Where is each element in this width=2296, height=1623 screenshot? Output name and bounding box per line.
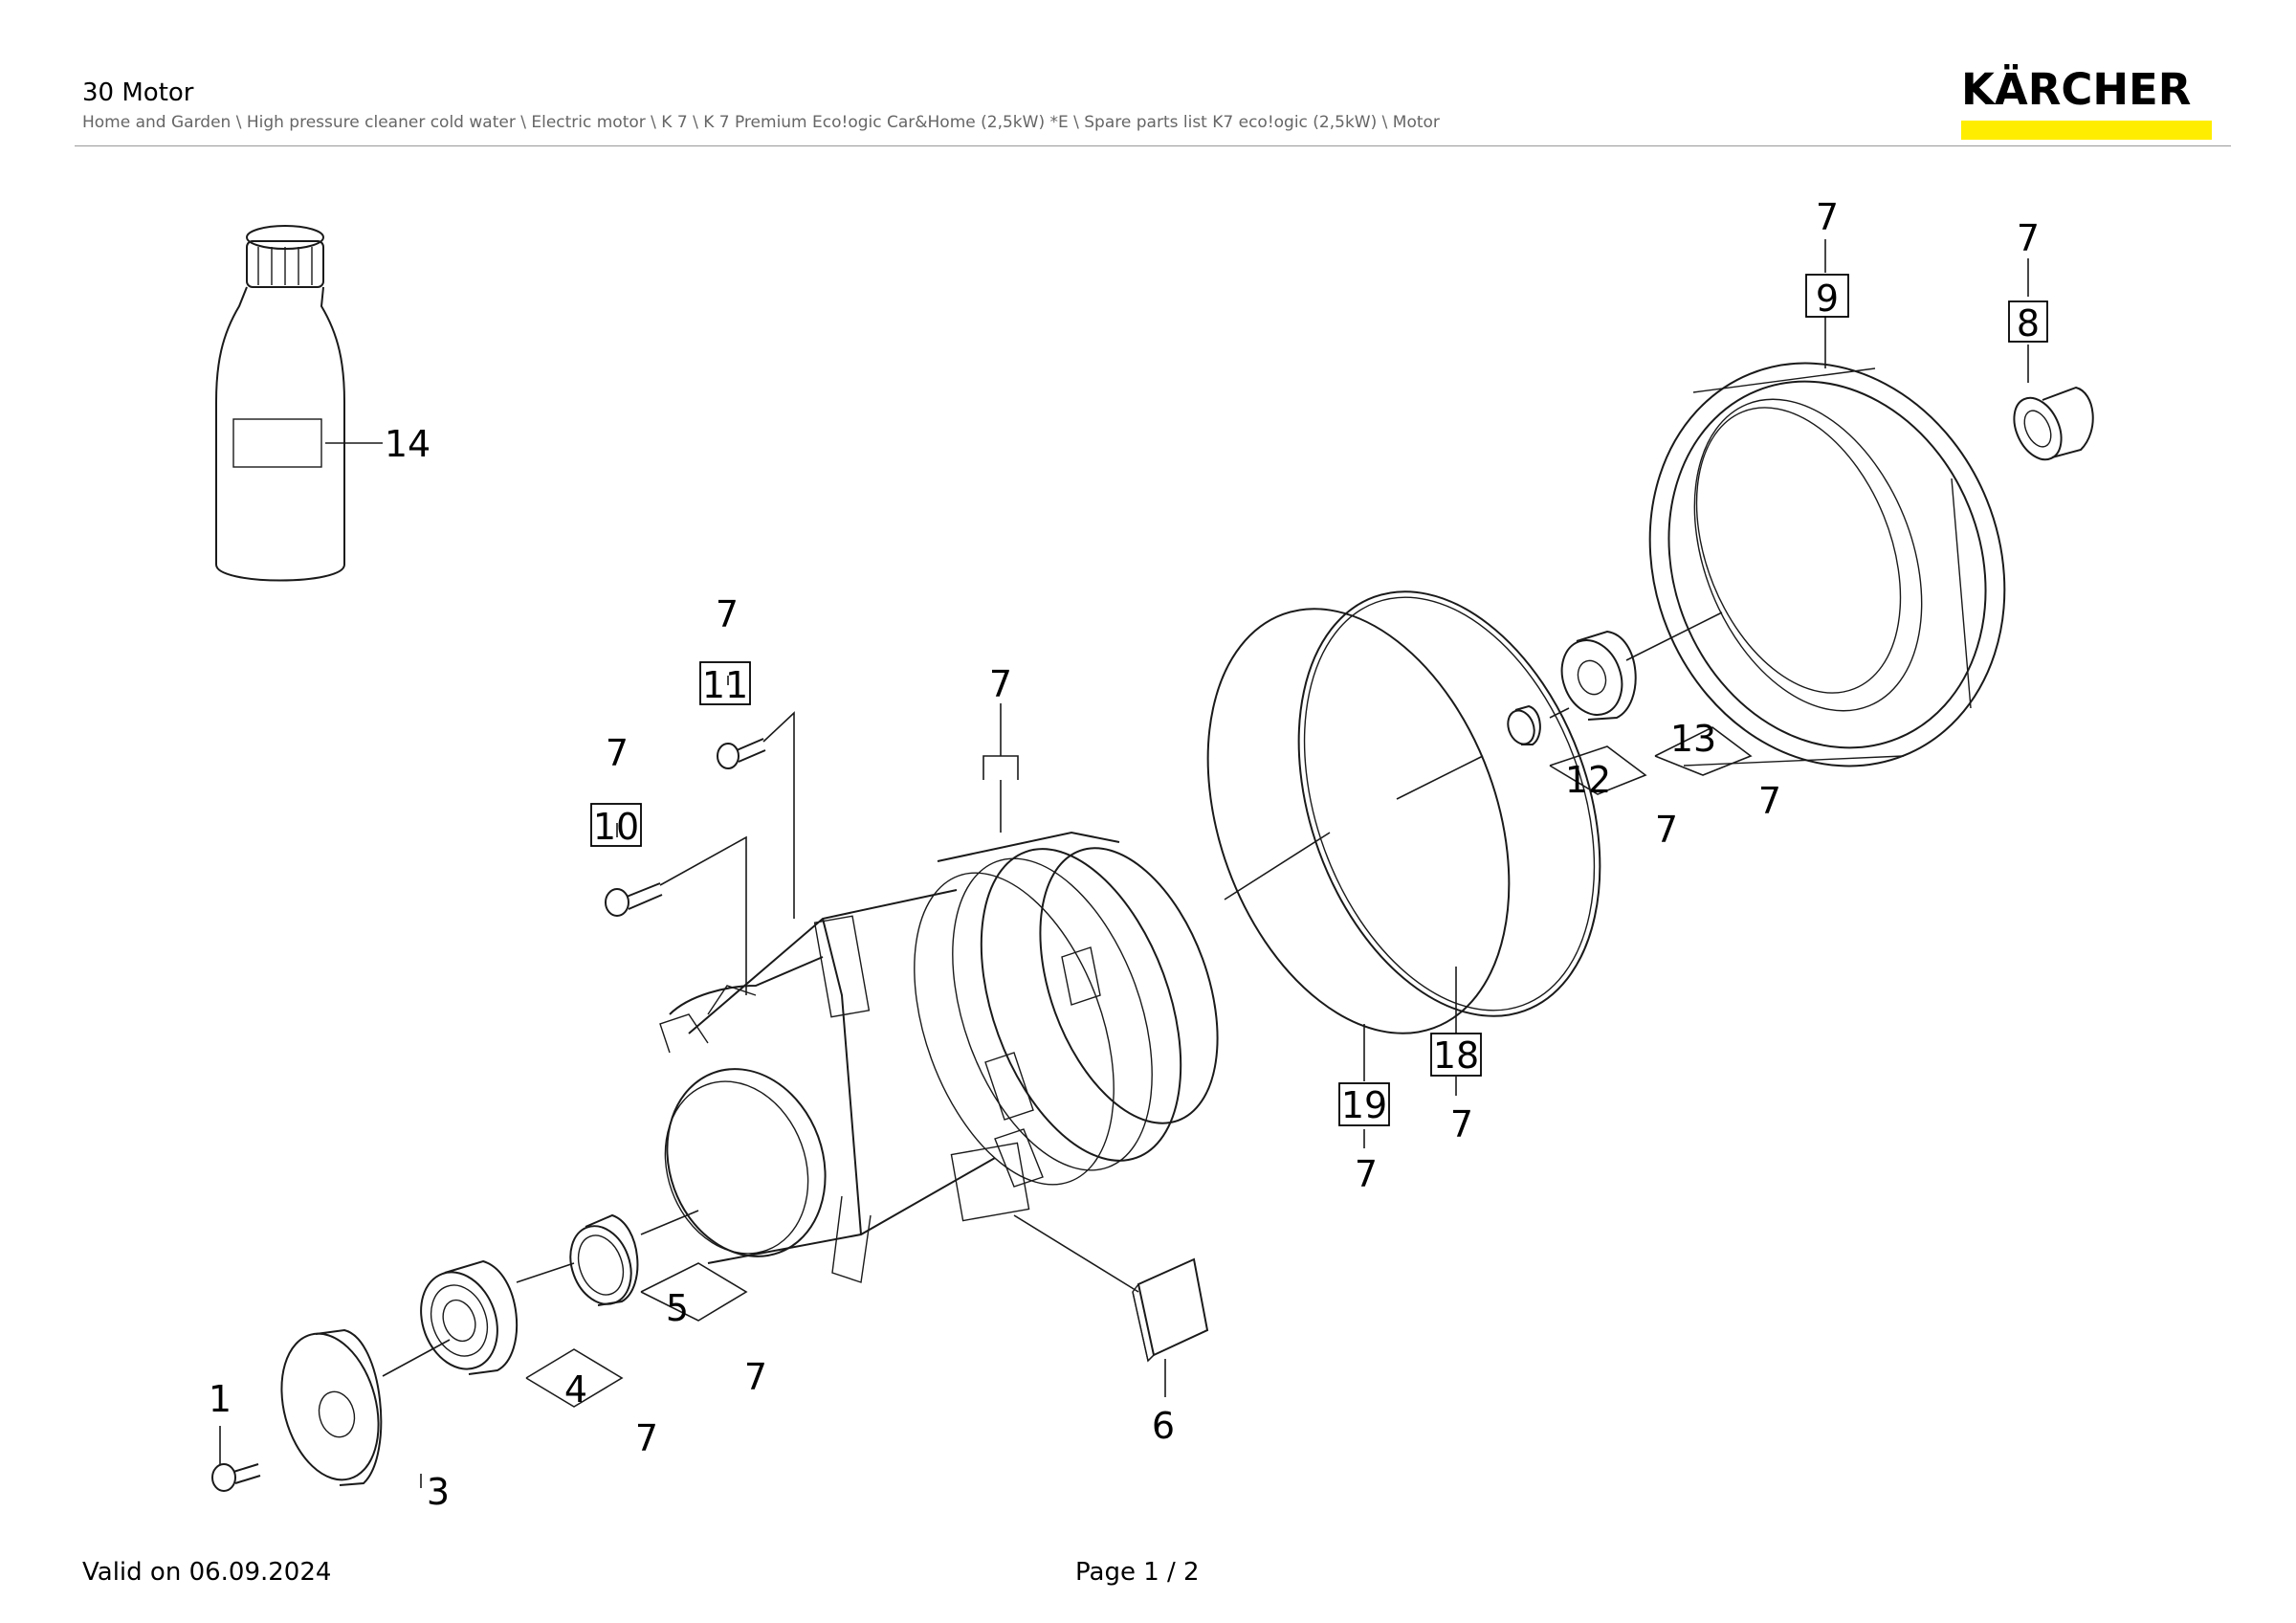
callout-10: 10 <box>593 806 639 848</box>
callout-12: 12 <box>1565 759 1611 801</box>
part-8-bushing <box>2013 386 2094 461</box>
page-number: Page 1 / 2 <box>1075 1558 1200 1587</box>
callout-6: 6 <box>1152 1405 1175 1447</box>
part-10-screw <box>605 882 663 917</box>
page-title: 30 Motor <box>82 78 194 107</box>
motor-body <box>659 831 1219 1283</box>
callout-4-sub: 7 <box>635 1417 658 1459</box>
callout-box-19 <box>1338 1082 1390 1126</box>
callout-3: 3 <box>427 1471 450 1513</box>
callout-4: 4 <box>564 1368 587 1411</box>
callout-10-top: 7 <box>606 732 629 774</box>
callout-12-sub: 7 <box>1655 809 1678 851</box>
part-14-bottle <box>215 225 345 582</box>
callout-18-sub: 7 <box>1450 1103 1473 1145</box>
part-5-seal <box>569 1213 639 1306</box>
part-18-19-o-rings <box>1206 590 1601 1034</box>
callout-box-9 <box>1805 274 1849 318</box>
valid-date: Valid on 06.09.2024 <box>82 1558 332 1587</box>
part-6-connector <box>1132 1257 1209 1363</box>
brand-logo-bar <box>1961 121 2212 140</box>
part-4-bearing <box>420 1259 518 1375</box>
callout-11: 11 <box>702 664 748 706</box>
callout-8: 8 <box>2017 302 2040 345</box>
callout-box-11 <box>699 661 751 705</box>
callout-18: 18 <box>1433 1034 1479 1077</box>
part-11-screw <box>717 738 766 769</box>
callout-7-motor: 7 <box>989 663 1012 705</box>
callout-9-top: 7 <box>1816 196 1839 238</box>
callout-1: 1 <box>209 1378 232 1420</box>
callout-13: 13 <box>1670 718 1716 760</box>
callout-box-10 <box>590 803 642 847</box>
header-divider <box>75 145 2231 146</box>
callout-box-8 <box>2008 300 2048 343</box>
callout-box-18 <box>1430 1033 1482 1077</box>
part-13-bearing <box>1560 630 1637 721</box>
callout-8-top: 7 <box>2017 217 2040 259</box>
callout-14: 14 <box>385 423 430 465</box>
callout-5-sub: 7 <box>744 1356 767 1398</box>
brand-logo: KÄRCHER <box>1961 67 2212 140</box>
callout-9: 9 <box>1816 278 1839 320</box>
callout-19-sub: 7 <box>1355 1153 1378 1195</box>
callout-13-sub: 7 <box>1758 780 1781 822</box>
breadcrumb: Home and Garden \ High pressure cleaner … <box>82 113 1440 132</box>
part-3-cover-cap <box>280 1328 383 1486</box>
callout-11-top: 7 <box>716 593 739 635</box>
part-12-ring <box>1507 704 1541 745</box>
brand-logo-text: KÄRCHER <box>1961 64 2192 115</box>
callout-5: 5 <box>666 1287 689 1329</box>
part-9-motor-cover <box>1648 362 2006 767</box>
part-1-screw <box>211 1463 261 1492</box>
leader-lines <box>219 239 2029 1488</box>
callout-19: 19 <box>1341 1084 1387 1126</box>
